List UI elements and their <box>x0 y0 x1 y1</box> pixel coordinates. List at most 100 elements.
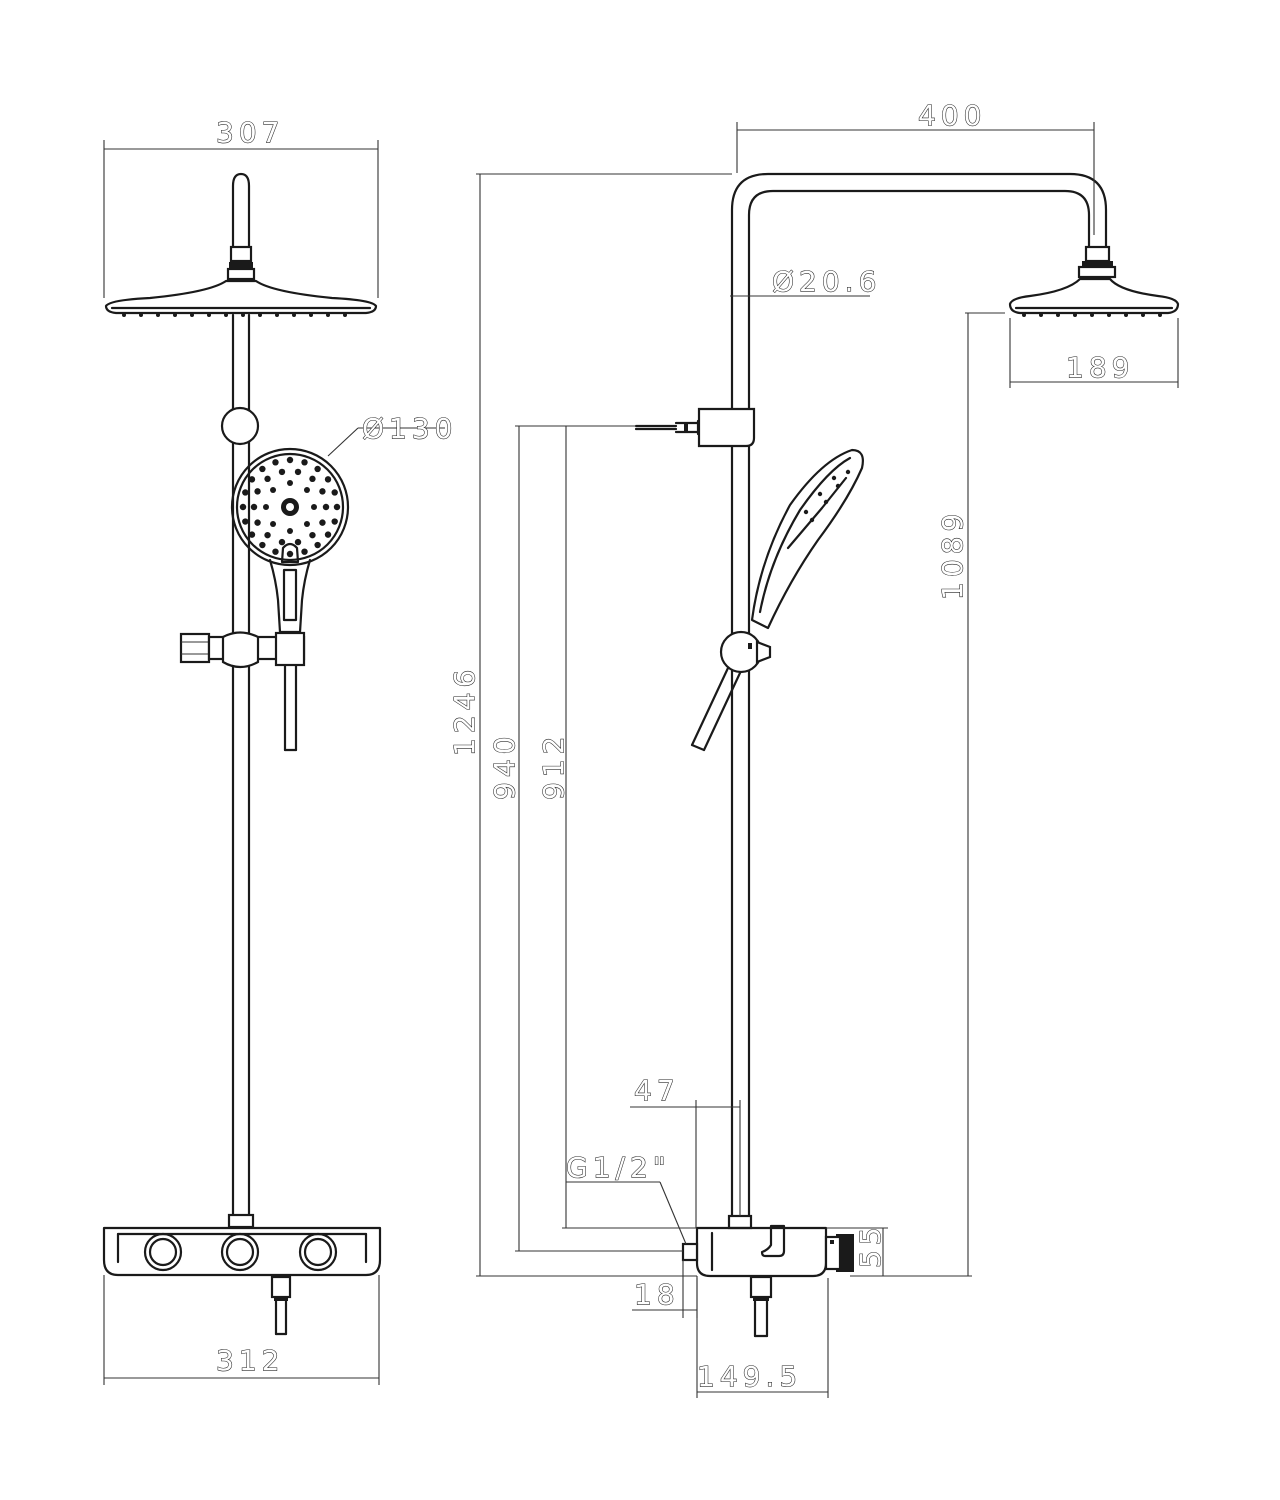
handshower-nozzle <box>250 503 258 511</box>
handshower-nozzle <box>287 480 293 486</box>
handshower-nozzle <box>259 541 266 549</box>
front-head-width-label: 307 <box>216 116 284 149</box>
dim-offset-18: 18 <box>632 1260 698 1318</box>
handshower-nozzle <box>309 531 316 539</box>
handshower-nozzle <box>322 503 330 511</box>
dim-side-head-width: 189 <box>1009 318 1179 388</box>
side-nozzle <box>1158 313 1162 317</box>
handshower-nozzle <box>259 465 266 473</box>
handshower-nozzle <box>270 520 277 527</box>
side-riser-and-arm <box>730 172 1108 1217</box>
side-handshower-nozzle <box>803 509 809 515</box>
handshower-nozzle <box>324 531 332 538</box>
overhead-nozzle <box>292 313 296 317</box>
dim-holder-height-940: 940 <box>487 425 683 1252</box>
handshower-nozzle <box>319 519 326 526</box>
overhead-nozzle <box>241 313 245 317</box>
total-height-label: 1246 <box>448 665 481 756</box>
handshower-nozzle <box>286 456 294 464</box>
handshower-nozzle <box>272 548 279 555</box>
handshower-nozzle <box>270 487 277 494</box>
front-mixer-bar <box>102 1226 382 1336</box>
overhead-nozzle <box>258 313 262 317</box>
side-nozzle <box>1022 313 1026 317</box>
front-riser-pipe <box>227 313 255 1229</box>
handshower-nozzle <box>239 503 247 511</box>
front-overhead-shower-head <box>104 279 378 317</box>
handshower-nozzle <box>242 518 249 525</box>
handshower-nozzle <box>278 468 286 476</box>
side-nozzle <box>1056 313 1060 317</box>
pipe-diameter-label: Ø20.6 <box>772 265 881 298</box>
dim-mixer-depth: 149.5 <box>696 1278 829 1398</box>
dim-pipe-diameter: Ø20.6 <box>730 264 881 299</box>
overhead-nozzle <box>156 313 160 317</box>
handshower-nozzle <box>301 459 308 466</box>
side-handshower-nozzle <box>817 491 823 497</box>
dim-offset-47: 47 <box>630 1073 741 1228</box>
front-hand-shower <box>230 447 350 752</box>
handshower-nozzle <box>331 489 338 496</box>
overhead-nozzle <box>326 313 330 317</box>
handshower-nozzle <box>278 538 286 546</box>
overhead-nozzle <box>207 313 211 317</box>
side-nozzle <box>1090 313 1094 317</box>
dim-holder-height-912: 912 <box>536 425 697 1229</box>
handshower-nozzle <box>254 519 261 526</box>
dim-thread: G1/2" <box>565 1150 687 1245</box>
side-hand-shower <box>690 448 864 752</box>
handshower-diameter-label: Ø130 <box>362 412 457 445</box>
side-nozzle <box>1124 313 1128 317</box>
head-height-label: 1089 <box>936 509 969 600</box>
holder-height-912-label: 912 <box>537 732 570 800</box>
overhead-nozzle <box>173 313 177 317</box>
mixer-height-label: 55 <box>854 1222 887 1268</box>
handshower-nozzle <box>272 459 279 466</box>
thread-label: G1/2" <box>566 1151 671 1184</box>
dim-total-height: 1246 <box>447 173 732 1277</box>
handshower-nozzle <box>303 487 310 494</box>
offset-18-label: 18 <box>634 1278 680 1311</box>
handshower-nozzle <box>333 503 341 511</box>
overhead-nozzle <box>224 313 228 317</box>
handshower-nozzle <box>286 550 294 558</box>
handshower-nozzle <box>311 504 317 510</box>
front-bottom-width-label: 312 <box>216 1344 284 1377</box>
offset-47-label: 47 <box>634 1074 680 1107</box>
side-head-width-label: 189 <box>1066 351 1134 384</box>
mixer-depth-label: 149.5 <box>697 1360 802 1393</box>
side-nozzle <box>1039 313 1043 317</box>
dim-handshower-diameter: Ø130 <box>327 411 457 457</box>
front-slide-holder <box>179 631 306 669</box>
side-slide-holder <box>719 630 772 674</box>
front-pipe-knob <box>220 406 260 446</box>
handshower-nozzle <box>248 476 256 483</box>
side-nozzle <box>1073 313 1077 317</box>
handshower-nozzle <box>314 541 321 549</box>
handshower-nozzle <box>242 489 249 496</box>
overhead-nozzle <box>190 313 194 317</box>
dim-front-bottom-width: 312 <box>103 1275 380 1385</box>
handshower-nozzle <box>331 518 338 525</box>
handshower-nozzle <box>294 468 302 476</box>
side-handshower-nozzle <box>835 483 841 489</box>
front-head-arm <box>226 172 256 281</box>
overhead-nozzle <box>343 313 347 317</box>
side-overhead-shower-head <box>1008 245 1180 317</box>
handshower-nozzle <box>248 531 256 538</box>
dim-mixer-height: 55 <box>826 1222 888 1277</box>
side-mixer-body <box>681 1214 854 1338</box>
handshower-nozzle <box>294 538 302 546</box>
front-view: 307 Ø130 312 <box>102 115 457 1385</box>
side-nozzle <box>1107 313 1111 317</box>
handshower-nozzle <box>319 488 326 495</box>
handshower-nozzle <box>264 531 271 539</box>
dim-front-head-width: 307 <box>103 115 379 298</box>
handshower-nozzle <box>301 548 308 555</box>
overhead-nozzle <box>122 313 126 317</box>
handshower-nozzle <box>309 475 316 483</box>
dim-top-arm-length: 400 <box>736 98 1095 235</box>
holder-height-940-label: 940 <box>488 732 521 800</box>
handshower-nozzle <box>264 475 271 483</box>
handshower-nozzle <box>314 465 321 473</box>
